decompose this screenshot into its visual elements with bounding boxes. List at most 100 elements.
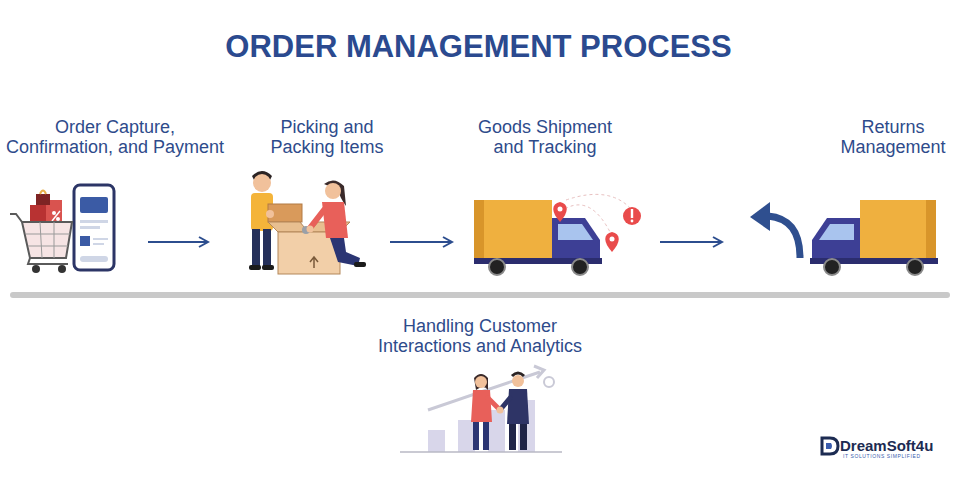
packing-people-icon-part — [266, 210, 274, 218]
analytics-icon-part — [520, 424, 527, 450]
packing-people-icon-part — [307, 226, 314, 233]
phone-cart-icon-part — [26, 222, 70, 258]
phone-cart-icon-part — [80, 226, 100, 229]
phone-cart-icon-part — [80, 220, 108, 223]
analytics-icon-part — [512, 373, 524, 376]
return-truck-icon-part — [860, 200, 936, 262]
process-step: Returns Management — [722, 180, 950, 304]
delivery-truck-icon-part — [474, 200, 484, 262]
analytics-icon-part — [507, 389, 529, 424]
phone-cart-icon-part — [93, 243, 104, 245]
phone-cart-icon-part — [36, 194, 50, 205]
delivery-truck-icon-part — [605, 232, 619, 252]
phone-cart-icon-part — [22, 222, 72, 258]
phone-cart-icon-part — [58, 265, 66, 273]
logo-name: DreamSoft4u — [840, 437, 933, 454]
phone-cart-icon-part — [80, 256, 108, 262]
delivery-truck-icon-part — [558, 224, 593, 240]
delivery-truck-icon-part — [489, 259, 505, 275]
packing-people-icon-part — [310, 257, 318, 268]
process-step: Goods Shipment and Tracking — [452, 180, 660, 304]
packing-people-icon-part — [325, 183, 341, 199]
phone-cart-icon-part — [28, 258, 68, 264]
return-truck-icon-part — [819, 224, 854, 240]
return-truck-icon-part — [824, 259, 840, 275]
delivery-truck-icon-part — [552, 218, 600, 262]
delivery-truck-icon-part — [474, 200, 552, 262]
phone-cart-icon-part — [74, 185, 114, 270]
phone-cart-icon-part — [32, 265, 40, 273]
delivery-truck-icon-part — [631, 209, 633, 218]
packing-people-icon-part — [252, 229, 260, 267]
packing-people-icon-part — [354, 262, 366, 267]
logo-icon-part — [822, 438, 838, 454]
process-step: Picking and Packing Items — [208, 180, 390, 304]
phone-cart-icon-part — [52, 211, 56, 215]
analytics-icon — [400, 366, 562, 452]
phone-cart-icon-part — [80, 236, 90, 246]
flow-arrow — [390, 241, 452, 243]
flow-arrow — [148, 241, 208, 243]
phone-cart-icon-part — [56, 217, 60, 221]
phone-cart-icon-part — [40, 191, 46, 195]
packing-people-icon-part — [262, 265, 274, 270]
logo-icon-part — [826, 443, 832, 449]
return-truck-icon-part — [768, 216, 800, 258]
phone-cart-icon-part — [93, 238, 108, 240]
step-heading: Picking and Packing Items — [257, 117, 397, 157]
timeline-bar — [10, 292, 950, 298]
process-step: Handling Customer Interactions and Analy… — [380, 316, 580, 460]
analytics-icon-part — [475, 376, 487, 388]
analytics-icon-part — [497, 407, 504, 414]
delivery-truck-icon-part — [558, 207, 563, 212]
packing-people-icon-part — [330, 238, 360, 266]
packing-people-icon-part — [268, 222, 308, 232]
delivery-truck-icon-part — [553, 202, 567, 222]
packing-people-icon-part — [251, 193, 273, 231]
delivery-truck-icon-part — [566, 194, 632, 210]
analytics-icon-part — [458, 420, 475, 452]
diagram-title: ORDER MANAGEMENT PROCESS — [0, 29, 957, 65]
delivery-truck-icon-part — [623, 207, 641, 225]
analytics-icon-part — [544, 377, 554, 387]
flow-arrow — [660, 241, 722, 243]
analytics-icon-part — [428, 430, 445, 452]
packing-people-icon-part — [310, 210, 324, 228]
analytics-icon-part — [534, 366, 544, 378]
process-step: Order Capture, Confirmation, and Payment — [18, 180, 148, 304]
analytics-icon-part — [473, 422, 479, 450]
packing-people-icon-part — [249, 265, 261, 270]
return-truck-icon-part — [926, 200, 936, 262]
analytics-icon-part — [400, 451, 562, 453]
return-truck-icon-part — [907, 259, 923, 275]
step-heading: Order Capture, Confirmation, and Payment — [3, 117, 228, 157]
logo-tagline: IT SOLUTIONS SIMPLIFIED — [843, 453, 921, 460]
analytics-icon-part — [483, 422, 489, 450]
phone-cart-icon-part — [80, 197, 108, 213]
return-truck-icon — [750, 200, 938, 275]
delivery-truck-icon-part — [610, 237, 615, 242]
step-heading: Handling Customer Interactions and Analy… — [366, 316, 594, 356]
logo-icon — [822, 438, 838, 454]
phone-cart-icon — [10, 185, 114, 273]
analytics-icon-part — [471, 390, 492, 422]
packing-people-icon-part — [263, 229, 271, 267]
phone-cart-icon-part — [10, 214, 22, 222]
packing-people-icon-part — [253, 174, 271, 192]
analytics-icon-part — [509, 424, 516, 450]
analytics-icon-part — [474, 374, 488, 390]
step-heading: Returns Management — [823, 117, 957, 157]
delivery-truck-icon-part — [572, 259, 588, 275]
packing-people-icon-part — [322, 202, 348, 238]
step-heading: Goods Shipment and Tracking — [470, 117, 620, 157]
packing-people-icon — [249, 171, 366, 274]
delivery-truck-icon-part — [631, 220, 634, 223]
return-truck-icon-part — [750, 202, 770, 231]
delivery-truck-icon — [474, 194, 641, 275]
phone-cart-icon-part — [52, 211, 60, 221]
return-truck-icon-part — [812, 218, 860, 262]
analytics-icon-part — [512, 375, 524, 387]
